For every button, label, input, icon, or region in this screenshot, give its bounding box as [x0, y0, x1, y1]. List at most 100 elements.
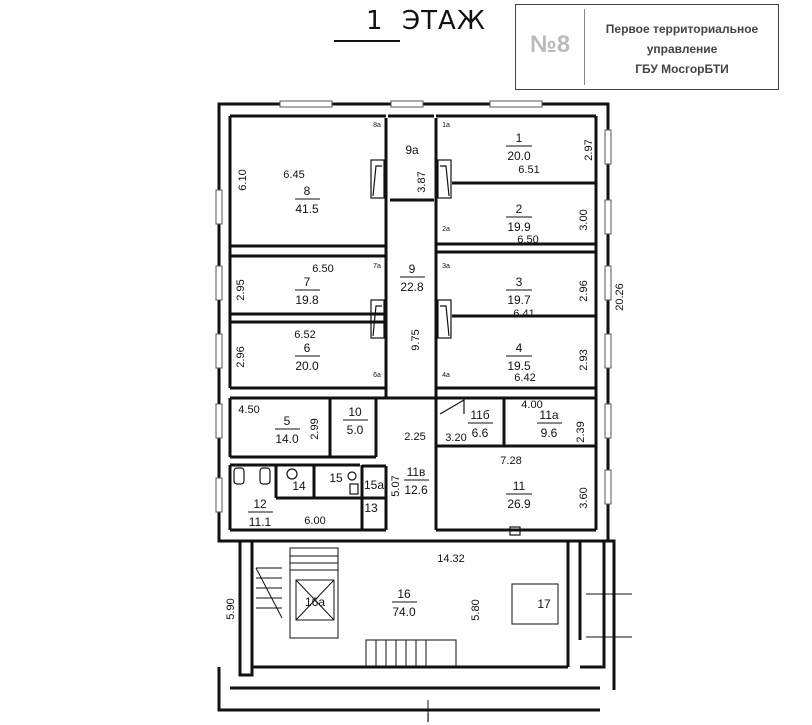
- dimension-labels: 6.10 6.45 3.87 2.97 6.51 3.00 6.50 6.50 …: [225, 139, 626, 725]
- closet-tag: 4а: [442, 372, 450, 379]
- room-id: 4: [516, 341, 523, 355]
- dimension: 14.32: [437, 553, 465, 565]
- room-id: 16: [397, 587, 411, 601]
- window: [604, 403, 612, 439]
- dimension: 7.28: [500, 455, 521, 467]
- plan-walls: [217, 102, 616, 712]
- dimension: 2.99: [309, 418, 321, 439]
- room-id: 8: [304, 184, 311, 198]
- window: [604, 265, 612, 301]
- dimension: 2.95: [235, 279, 247, 300]
- sink: [286, 468, 298, 480]
- closet-tags: 8а 1а 2а 7а 3а 6а 4а: [373, 122, 450, 379]
- lift-shaft: [295, 579, 335, 621]
- stamp-divider: [584, 9, 585, 85]
- floor-title: 1 ЭТАЖ: [330, 6, 510, 42]
- closet: [437, 299, 452, 339]
- dimension: 6.51: [518, 164, 539, 176]
- room-id: 7: [304, 275, 311, 289]
- room-id: 16а: [305, 595, 325, 609]
- dimension: 20.26: [614, 283, 626, 311]
- window: [604, 129, 612, 165]
- dimension: 4.00: [521, 399, 542, 411]
- lift-cross: [295, 579, 335, 621]
- bti-stamp: №8 Первое территориальное управление ГБУ…: [515, 4, 779, 90]
- floor-number-underline: [334, 40, 400, 42]
- room-area: 19.5: [507, 359, 531, 373]
- stamp-org-line-3: ГБУ МосгорБТИ: [635, 62, 729, 76]
- dimension: 5.90: [225, 598, 237, 619]
- room-17-box: [511, 583, 559, 625]
- fixtures: [233, 159, 521, 536]
- dimension: 2.39: [575, 421, 587, 442]
- room-area: 14.0: [275, 432, 299, 446]
- dimension: 6.42: [514, 372, 535, 384]
- dimension: 3.60: [578, 487, 590, 508]
- window: [604, 333, 612, 369]
- dimension: 6.00: [304, 515, 325, 527]
- room-id: 3: [516, 275, 523, 289]
- window: [604, 199, 612, 235]
- dimension: 2.96: [578, 280, 590, 301]
- window: [390, 100, 424, 108]
- closet-tag: 7а: [373, 263, 381, 270]
- closet-tag: 6а: [373, 372, 381, 379]
- window: [489, 100, 543, 108]
- hatched-column: [509, 526, 521, 536]
- dimension: 2.96: [235, 346, 247, 367]
- room-id: 13: [364, 501, 378, 515]
- dimension: 6.50: [312, 263, 333, 275]
- stair-block: [289, 547, 339, 639]
- closet-door: [372, 305, 382, 337]
- stair-lower: [365, 639, 457, 669]
- stamp-organization: Первое территориальное управление ГБУ Мо…: [588, 19, 776, 79]
- stairs: [255, 547, 632, 720]
- room-id: 10: [348, 405, 362, 419]
- room-id: 12: [253, 497, 267, 511]
- room-area: 12.6: [404, 483, 428, 497]
- room-id: 11а: [539, 408, 558, 422]
- fixture: [349, 483, 359, 495]
- dimension: 3.87: [416, 171, 428, 192]
- stamp-org-line-1: Первое территориальное: [605, 22, 759, 36]
- toilet: [233, 467, 245, 485]
- window: [604, 469, 612, 505]
- room-area: 9.6: [541, 426, 558, 440]
- closet-door: [440, 305, 450, 337]
- door-swing: [439, 398, 465, 415]
- dimension: 3.00: [578, 209, 590, 230]
- room-id: 17: [537, 597, 551, 611]
- room-area: 26.9: [507, 497, 531, 511]
- room-id: 6: [304, 341, 311, 355]
- toilet: [259, 467, 271, 485]
- closet: [370, 159, 385, 199]
- room-area: 74.0: [392, 605, 416, 619]
- closet-tag: 2а: [442, 226, 450, 233]
- stair-arrow: [255, 567, 283, 619]
- dimension: 2.97: [583, 139, 595, 160]
- wall: [604, 539, 616, 690]
- wall: [238, 541, 254, 677]
- room-area: 20.0: [295, 359, 319, 373]
- room-area: 19.7: [507, 293, 531, 307]
- dimension: 9.75: [410, 329, 422, 350]
- window: [215, 265, 223, 301]
- stamp-org-line-2: управление: [646, 42, 718, 56]
- closet-tag: 3а: [442, 263, 450, 270]
- room-area: 19.8: [295, 293, 319, 307]
- windows: [215, 100, 612, 513]
- room-area: 41.5: [295, 202, 319, 216]
- closet-door: [440, 165, 450, 197]
- sink: [347, 471, 357, 481]
- wall: [217, 667, 600, 712]
- closet: [370, 299, 385, 339]
- closet: [437, 159, 452, 199]
- room-id: 9а: [405, 143, 419, 157]
- section-mark: I: [426, 710, 430, 725]
- room-area: 19.9: [507, 220, 531, 234]
- dimension: 5.07: [390, 475, 402, 496]
- room-area: 20.0: [507, 149, 531, 163]
- dimension: 3.20: [445, 432, 466, 444]
- room-id: 11б: [470, 408, 489, 422]
